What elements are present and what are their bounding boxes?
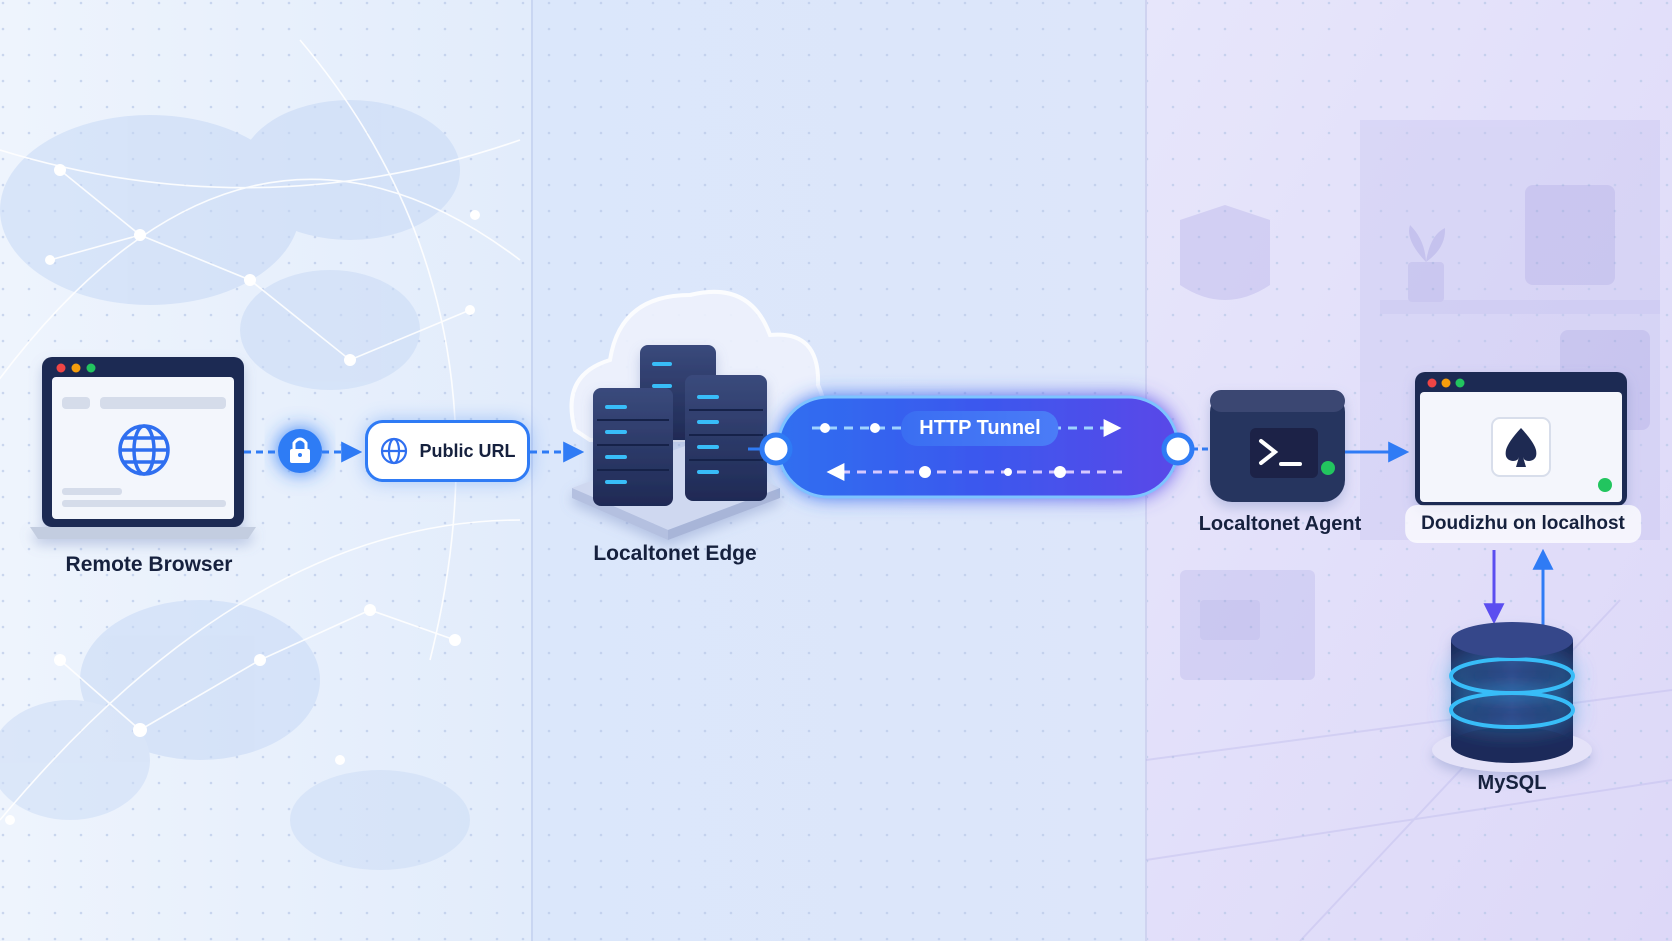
globe-icon <box>381 437 408 465</box>
localtonet-agent-label: Localtonet Agent <box>1198 513 1362 535</box>
server-rack-icon <box>572 345 780 540</box>
lock-icon <box>278 429 322 473</box>
public-url-node: Public URL <box>365 420 530 482</box>
spade-icon <box>1505 428 1537 467</box>
globe-icon <box>118 424 170 476</box>
localtonet-edge-label: Localtonet Edge <box>593 542 757 565</box>
mysql-label: MySQL <box>1477 772 1547 794</box>
tunnel-endpoint-edge <box>759 432 793 466</box>
database-icon <box>1432 622 1592 772</box>
public-url-label: Public URL <box>419 440 516 461</box>
http-tunnel-label: HTTP Tunnel <box>901 411 1059 446</box>
terminal-icon <box>1210 390 1345 502</box>
tunnel-endpoint-agent <box>1161 432 1195 466</box>
remote-browser-label: Remote Browser <box>65 553 233 576</box>
network-nodes <box>5 164 480 825</box>
world-map-decoration <box>0 100 470 870</box>
remote-browser-laptop <box>30 357 256 539</box>
doudizhu-app-label: Doudizhu on localhost <box>1405 505 1641 543</box>
